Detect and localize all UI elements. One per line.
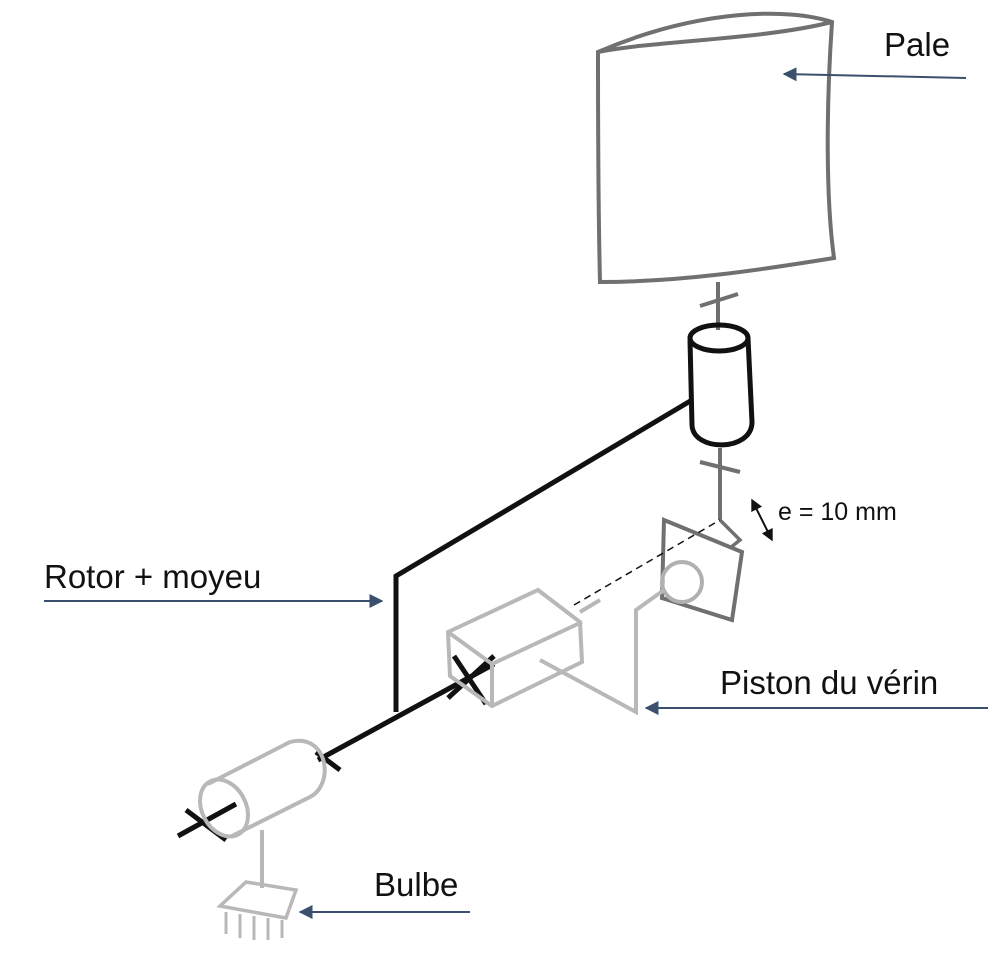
crank-link [659,517,745,623]
rotor-hub-arm [393,397,694,712]
blade [595,11,837,285]
main-shaft [176,654,496,842]
bulb-cylinder [198,738,327,839]
eccentricity-dimension-arrow [751,498,773,542]
piston-rod [539,588,666,716]
bulbe-label: Bulbe [374,866,458,903]
blade-shaft [699,282,739,330]
piston-label: Piston du vérin [720,664,938,701]
pivot-cylinder [687,322,755,448]
rotor-label: Rotor + moyeu [44,558,261,595]
pale-label: Pale [884,26,950,63]
bulb-ground-support [216,830,299,940]
pale-pointer [782,67,967,82]
eccentricity-label: e = 10 mm [778,498,897,526]
lower-shaft [699,448,743,550]
offset-dashed-line [573,519,721,606]
piston-box [445,587,602,709]
